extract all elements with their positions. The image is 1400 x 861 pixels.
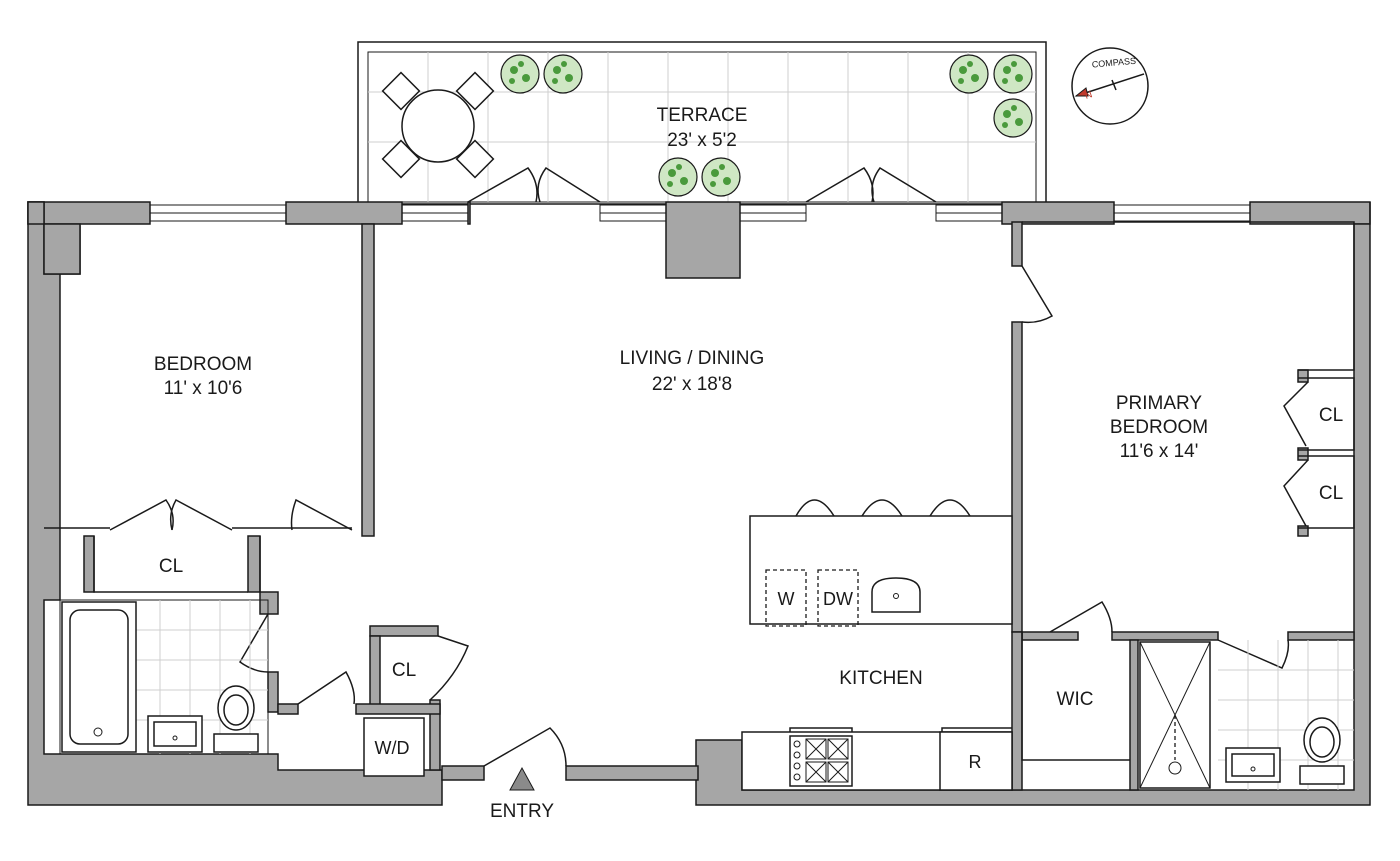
kitchen-name: KITCHEN	[839, 668, 922, 689]
kitchen	[741, 499, 1013, 791]
washer-label: W	[778, 589, 795, 609]
entry-arrow-icon	[509, 766, 535, 791]
plant-icon	[993, 98, 1033, 138]
closet-label: CL	[159, 556, 183, 577]
primary-bath	[1139, 640, 1354, 790]
living-dims: 22' x 18'8	[652, 374, 732, 395]
primary-name-2: BEDROOM	[1110, 417, 1208, 438]
bathtub-icon	[61, 601, 137, 753]
stove-icon	[793, 738, 849, 783]
doors	[109, 166, 1309, 767]
plant-icon	[701, 157, 741, 197]
plant-icon	[949, 54, 989, 94]
closet-label: CL	[1319, 405, 1343, 426]
room-outlines	[44, 221, 1355, 761]
bedroom-name: BEDROOM	[154, 354, 252, 375]
plant-icon	[500, 54, 540, 94]
toilet-icon	[213, 685, 259, 753]
sink-icon	[871, 577, 921, 613]
primary-dims: 11'6 x 14'	[1120, 441, 1199, 462]
patio-table	[381, 71, 495, 179]
plant-icon	[993, 54, 1033, 94]
sink-icon	[147, 715, 203, 753]
entry-label: ENTRY	[490, 801, 554, 822]
compass-label: COMPASS	[1091, 56, 1136, 70]
plant-icons	[500, 54, 1033, 197]
refrigerator-label: R	[969, 752, 982, 772]
kitchen-island	[749, 499, 1013, 627]
terrace: TERRACE 23' x 5'2	[357, 41, 1047, 205]
washer-dryer	[363, 717, 425, 777]
terrace-name: TERRACE	[657, 105, 748, 126]
closet-label: CL	[1319, 483, 1343, 504]
washer-dryer-label: W/D	[375, 738, 410, 758]
wic-name: WIC	[1057, 689, 1094, 710]
terrace-dims: 23' x 5'2	[667, 130, 737, 151]
kitchen-counter	[741, 727, 1013, 791]
plant-icon	[543, 54, 583, 94]
compass-north: N	[1084, 89, 1094, 102]
living-name: LIVING / DINING	[620, 348, 765, 369]
windows	[149, 204, 1251, 222]
room-labels: BEDROOM 11' x 10'6 LIVING / DINING 22' x…	[154, 348, 1343, 822]
compass-icon: N COMPASS	[1071, 47, 1149, 125]
plant-icon	[658, 157, 698, 197]
dishwasher-label: DW	[823, 589, 853, 609]
toilet-icon	[1299, 717, 1345, 785]
bedroom-dims: 11' x 10'6	[164, 378, 243, 399]
closet-label: CL	[392, 660, 416, 681]
primary-name-1: PRIMARY	[1116, 393, 1203, 414]
sink-icon	[1225, 747, 1281, 783]
bedroom-bath	[59, 599, 269, 755]
shower-icon	[1139, 641, 1211, 789]
